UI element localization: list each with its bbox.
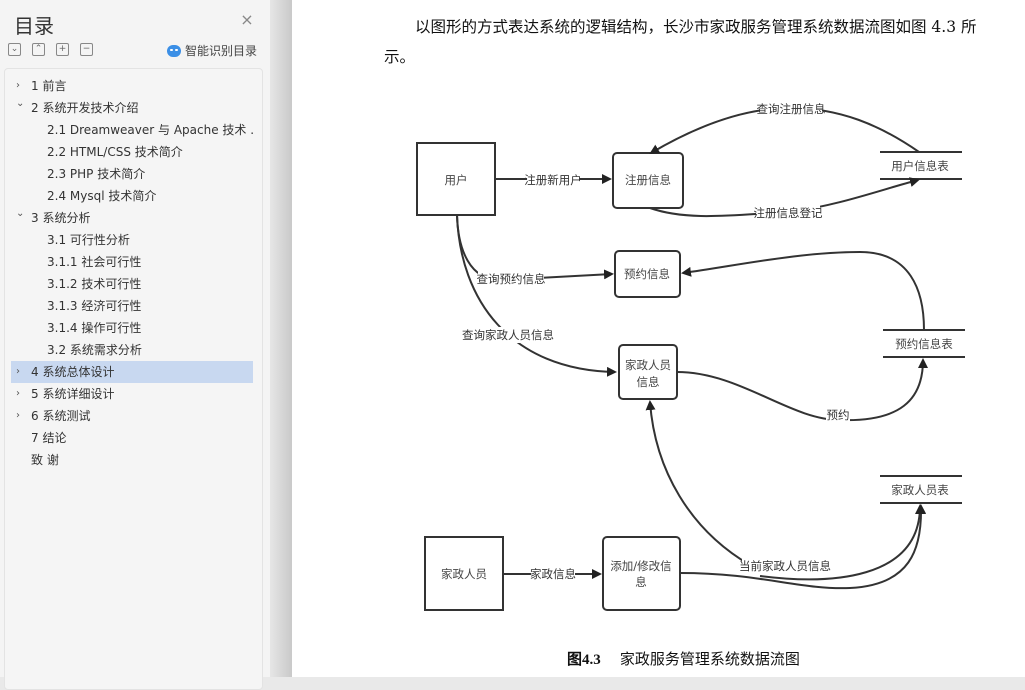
toc-item[interactable]: › 5 系统详细设计 xyxy=(11,383,253,405)
toc-item[interactable]: 3.1 可行性分析 xyxy=(11,229,253,251)
toc-list: › 1 前言 ⌄ 2 系统开发技术介绍 2.1 Dreamweaver 与 Apache… xyxy=(4,68,263,690)
process-register-label: 注册信息 xyxy=(625,173,671,187)
toc-item-label: 2 系统开发技术介绍 xyxy=(31,101,139,115)
toc-item[interactable]: 7 结论 xyxy=(11,427,253,449)
process-add-modify-label-2: 息 xyxy=(635,575,647,589)
toc-item-label: 3.1.1 社会可行性 xyxy=(47,255,142,269)
close-icon[interactable]: × xyxy=(240,10,254,29)
body-paragraph: 以图形的方式表达系统的逻辑结构，长沙市家政服务管理系统数据流图如图 4.3 所示… xyxy=(384,18,977,66)
toc-sidebar: 目录 × ⌄ ⌃ + − 智能识别目录 › 1 前言 ⌄ 2 系统开发技术介绍 2.1 … xyxy=(0,0,271,690)
toc-item-label: 5 系统详细设计 xyxy=(31,387,115,401)
toc-item[interactable]: 3.1.3 经济可行性 xyxy=(11,295,253,317)
toc-item-label: 4 系统总体设计 xyxy=(31,365,115,379)
expand-down-button[interactable]: ⌄ xyxy=(8,43,21,56)
figure-title: 家政服务管理系统数据流图 xyxy=(619,650,800,668)
store-user-table: 用户信息表 xyxy=(880,151,962,180)
flow-query-booking xyxy=(456,214,614,282)
process-booking-box xyxy=(614,250,681,298)
flow-query-staff xyxy=(456,214,617,377)
chevron-right-icon[interactable]: › xyxy=(16,410,20,421)
flow-current-staff-to-info xyxy=(645,400,751,566)
toc-item-label: 7 结论 xyxy=(31,431,67,445)
flow-label-register-new-user: 注册新用户 xyxy=(524,173,582,187)
flow-booking-table-to-booking xyxy=(681,250,925,331)
store-booking-table-label: 预约信息表 xyxy=(895,337,953,351)
toc-item[interactable]: 3.1.4 操作可行性 xyxy=(11,317,253,339)
process-booking-label: 预约信息 xyxy=(624,267,670,281)
entity-staff-box xyxy=(424,536,504,611)
collapse-up-button[interactable]: ⌃ xyxy=(32,43,45,56)
process-staff-info-label-1: 家政人员 xyxy=(625,358,671,372)
entity-staff-label: 家政人员 xyxy=(441,567,487,581)
toc-item-label: 2.2 HTML/CSS 技术简介 xyxy=(47,145,183,159)
toc-item-label: 3.1.4 操作可行性 xyxy=(47,321,142,335)
store-staff-table-label: 家政人员表 xyxy=(891,483,949,497)
toc-item[interactable]: › 6 系统测试 xyxy=(11,405,253,427)
chevron-down-icon[interactable]: ⌄ xyxy=(16,208,25,219)
flow-label-current-staff-info: 当前家政人员信息 xyxy=(739,559,831,573)
flow-label-register-record: 注册信息登记 xyxy=(754,206,823,220)
flow-label-booking: 预约 xyxy=(827,408,850,422)
flow-label-query-booking: 查询预约信息 xyxy=(477,272,546,286)
page-gutter xyxy=(270,0,292,677)
toc-item-label: 6 系统测试 xyxy=(31,409,91,423)
toc-item[interactable]: 2.1 Dreamweaver 与 Apache 技术 ... xyxy=(11,119,253,141)
toc-item[interactable]: 2.3 PHP 技术简介 xyxy=(11,163,253,185)
toc-item[interactable]: 3.1.2 技术可行性 xyxy=(11,273,253,295)
smart-toc-button[interactable]: 智能识别目录 xyxy=(167,42,257,59)
process-staff-info-label-2: 信息 xyxy=(637,375,660,389)
process-add-modify-box xyxy=(602,536,681,611)
toc-item[interactable]: ⌄ 3 系统分析 xyxy=(11,207,253,229)
toc-title: 目录 xyxy=(14,14,54,38)
toc-item-label: 2.4 Mysql 技术简介 xyxy=(47,189,157,203)
chevron-right-icon[interactable]: › xyxy=(16,366,20,377)
chevron-right-icon[interactable]: › xyxy=(16,388,20,399)
store-user-table-label: 用户信息表 xyxy=(891,159,949,173)
toc-item[interactable]: 3.2 系统需求分析 xyxy=(11,339,253,361)
toc-item-label: 3.2 系统需求分析 xyxy=(47,343,142,357)
toc-item-label: 1 前言 xyxy=(31,79,67,93)
smart-recognize-icon xyxy=(167,44,181,57)
flow-add-modify-to-staff-table xyxy=(679,504,927,590)
entity-user-box xyxy=(416,142,496,216)
previous-line-fragment: ▀▀▀▀ ▀ xyxy=(440,0,510,2)
toc-item-label: 致 谢 xyxy=(31,453,59,467)
toc-item-label: 3.1.2 技术可行性 xyxy=(47,277,142,291)
data-flow-diagram: 用户 家政人员 注册信息 预约信息 家政人员 信息 添加/修改信 息 用户信息表… xyxy=(416,101,965,611)
chevron-right-icon[interactable]: › xyxy=(16,80,20,91)
store-booking-table: 预约信息表 xyxy=(883,329,965,358)
entity-user-label: 用户 xyxy=(445,173,468,187)
flow-label-query-register: 查询注册信息 xyxy=(757,102,826,116)
toc-item-label: 3.1.3 经济可行性 xyxy=(47,299,142,313)
expand-all-button[interactable]: + xyxy=(56,43,69,56)
toc-item-label: 3 系统分析 xyxy=(31,211,91,225)
process-register-box xyxy=(612,152,684,209)
process-staff-info-box xyxy=(618,344,678,400)
toc-item[interactable]: › 1 前言 xyxy=(11,75,253,97)
collapse-all-button[interactable]: − xyxy=(80,43,93,56)
process-add-modify-label-1: 添加/修改信 xyxy=(610,559,671,573)
toc-item-label: 2.1 Dreamweaver 与 Apache 技术 ... xyxy=(47,123,253,137)
toc-item-label: 3.1 可行性分析 xyxy=(47,233,130,247)
toc-item[interactable]: 3.1.1 社会可行性 xyxy=(11,251,253,273)
toc-item-label: 2.3 PHP 技术简介 xyxy=(47,167,146,181)
toc-item[interactable]: ⌄ 2 系统开发技术介绍 xyxy=(11,97,253,119)
toc-item[interactable]: › 4 系统总体设计 xyxy=(11,361,253,383)
flow-label-query-staff: 查询家政人员信息 xyxy=(462,328,554,342)
toc-item[interactable]: 2.4 Mysql 技术简介 xyxy=(11,185,253,207)
flow-current-staff-info xyxy=(759,504,925,581)
flow-booking xyxy=(676,358,928,422)
flow-label-staff-data: 家政信息 xyxy=(530,567,576,581)
figure-caption: 图4.3 家政服务管理系统数据流图 xyxy=(567,648,800,669)
toc-item[interactable]: 致 谢 xyxy=(11,449,253,471)
store-staff-table: 家政人员表 xyxy=(880,475,962,504)
smart-toc-label: 智能识别目录 xyxy=(185,44,258,58)
chevron-down-icon[interactable]: ⌄ xyxy=(16,98,25,109)
figure-number: 图4.3 xyxy=(567,652,601,668)
toc-item[interactable]: 2.2 HTML/CSS 技术简介 xyxy=(11,141,253,163)
